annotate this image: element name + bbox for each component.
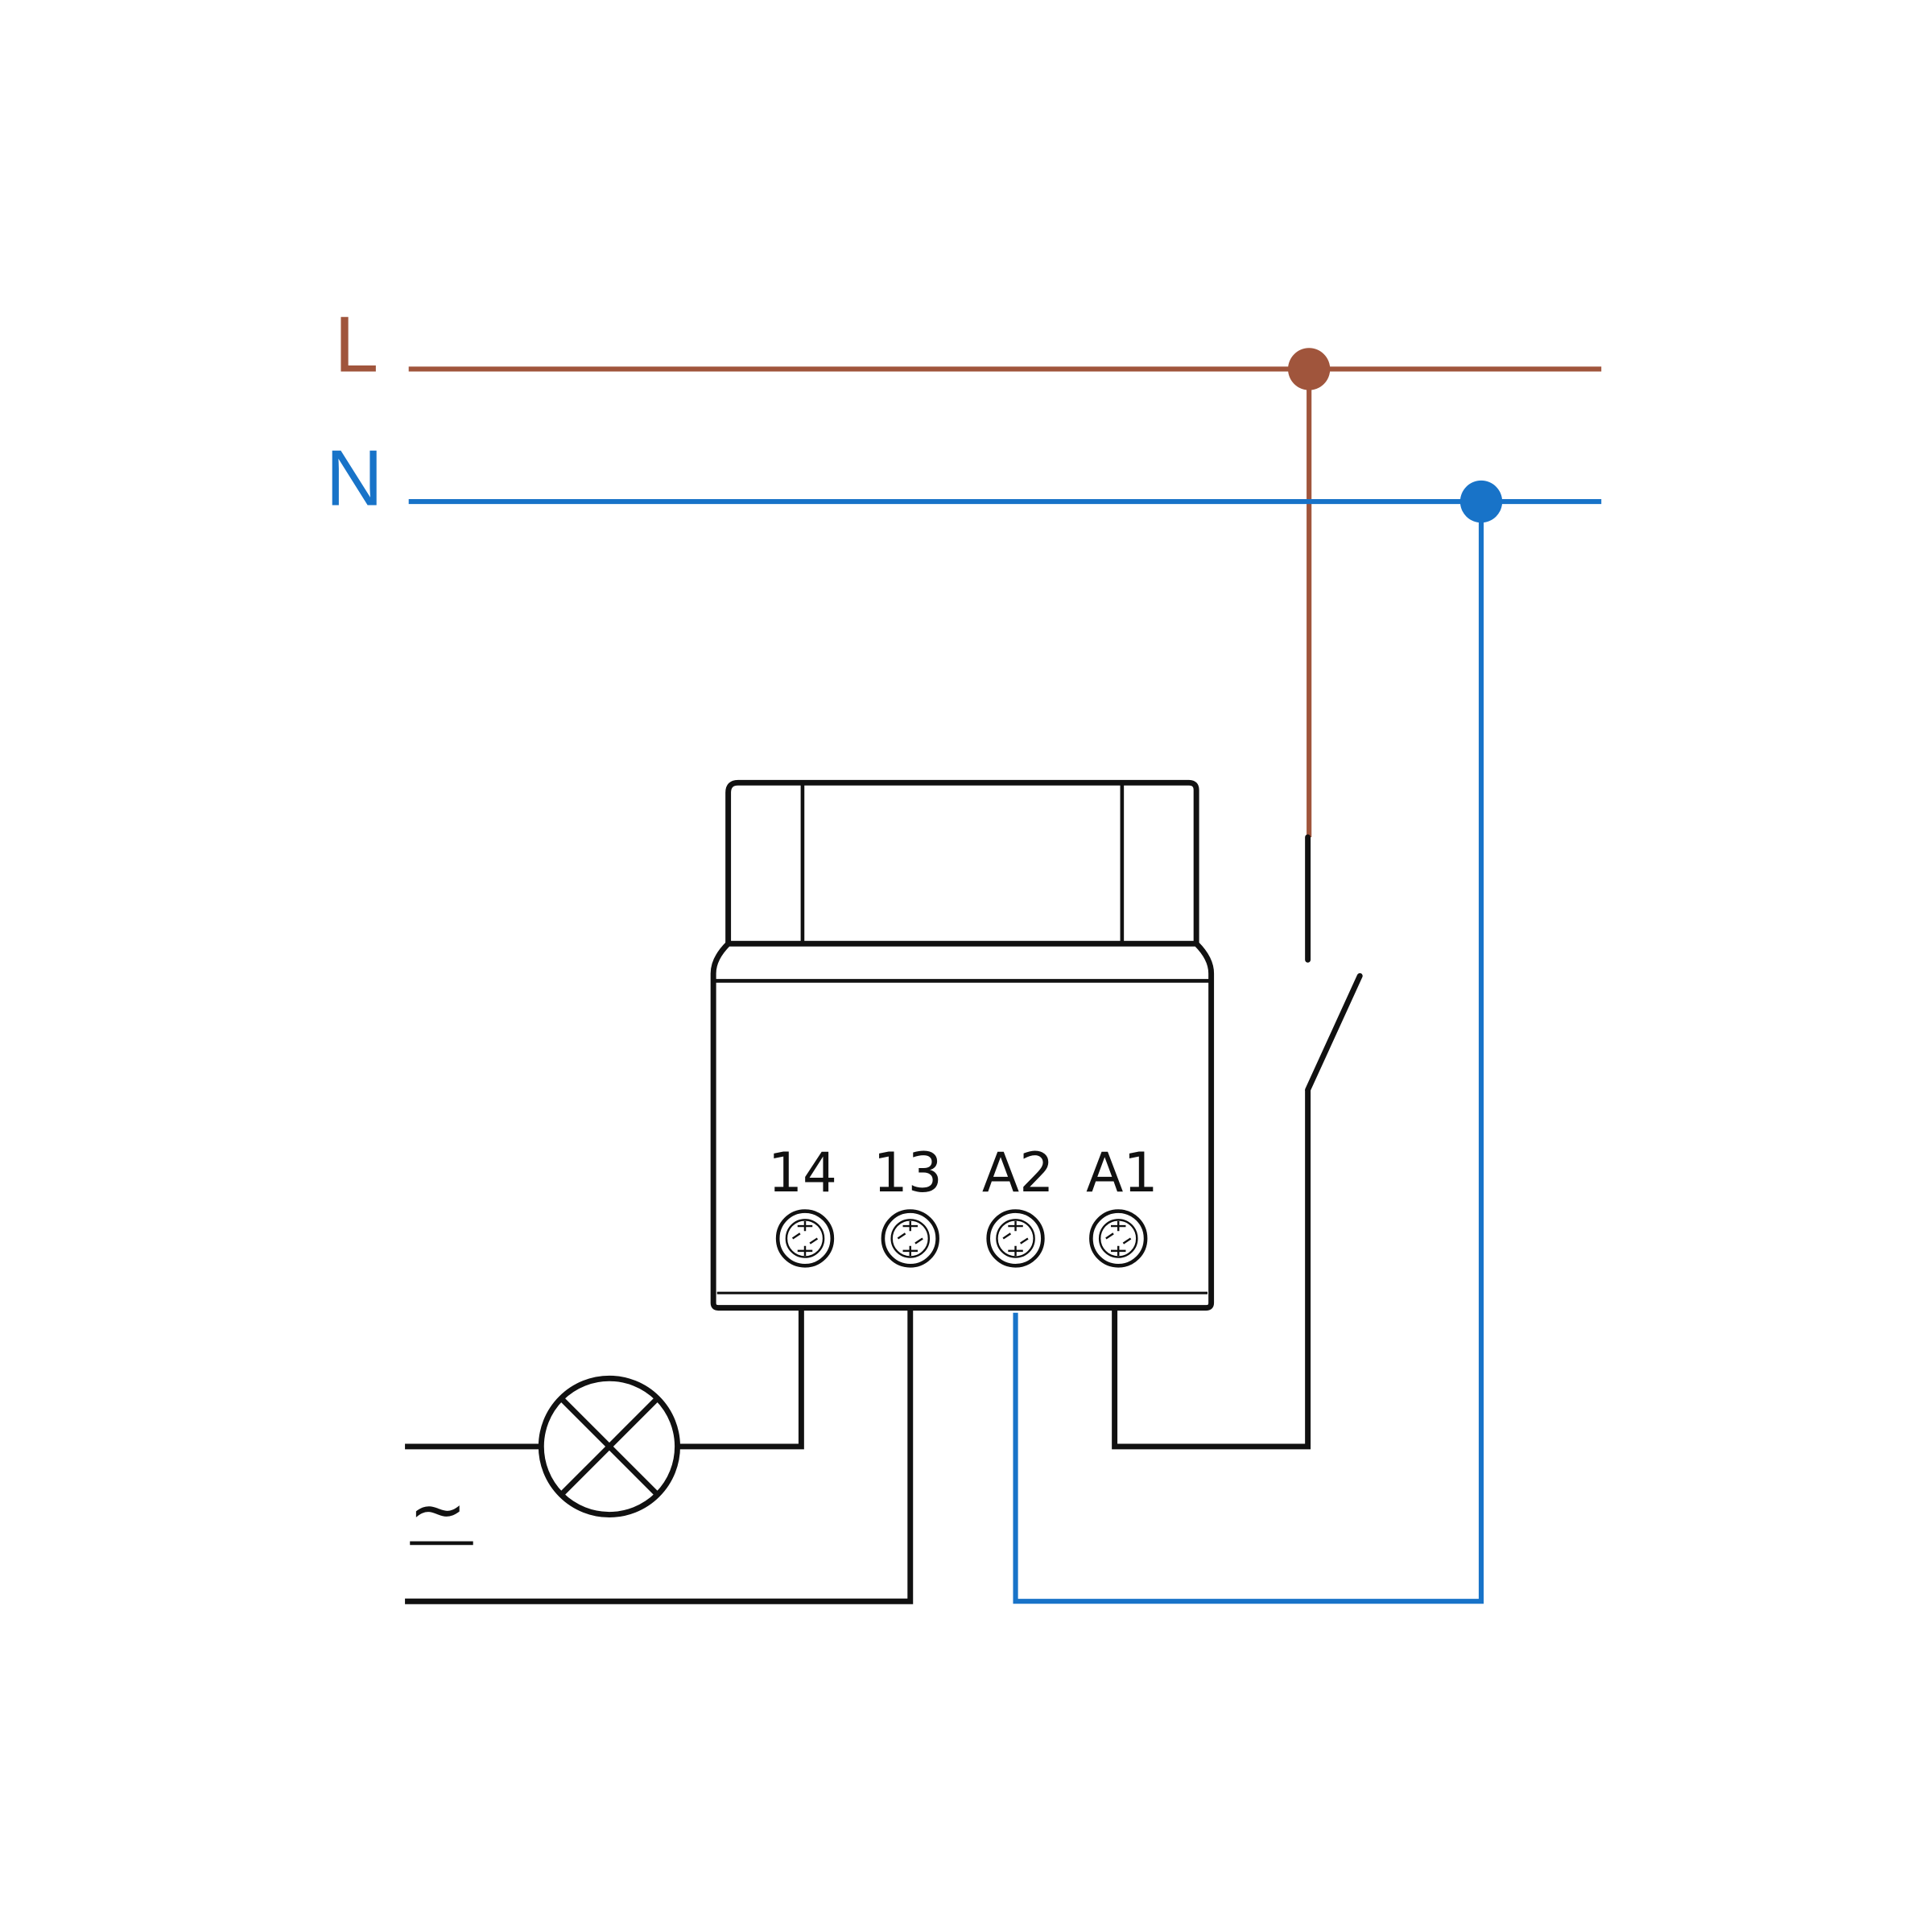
switch-contact [1305, 834, 1363, 1093]
screw-terminal-a1 [1089, 1209, 1148, 1268]
screw-terminal-14 [775, 1209, 835, 1268]
terminal-label-14: 14 [768, 1141, 837, 1204]
live-line-label: L [334, 300, 378, 389]
ac-supply-symbol: ∼ [409, 1472, 473, 1549]
live-junction-dot [1288, 348, 1331, 390]
terminal-label-13: 13 [873, 1141, 943, 1204]
terminal-labels: 14 13 A2 A1 [768, 1141, 1158, 1204]
live-wire [408, 366, 1602, 837]
ac-symbol: ∼ [409, 1472, 467, 1549]
control-wires [405, 1089, 1311, 1604]
relay-top-housing [725, 779, 1199, 947]
terminal-screws [775, 1209, 1148, 1268]
screw-terminal-a2 [986, 1209, 1045, 1268]
neutral-wire [408, 499, 1602, 1604]
screw-terminal-13 [881, 1209, 939, 1268]
neutral-line-label: N [326, 434, 383, 522]
terminal-label-a2: A2 [982, 1141, 1054, 1204]
neutral-junction-dot [1459, 480, 1503, 523]
relay-main-housing [710, 940, 1215, 1311]
lamp-icon [538, 1375, 681, 1518]
terminal-label-a1: A1 [1086, 1141, 1158, 1204]
relay-module [710, 779, 1215, 1311]
